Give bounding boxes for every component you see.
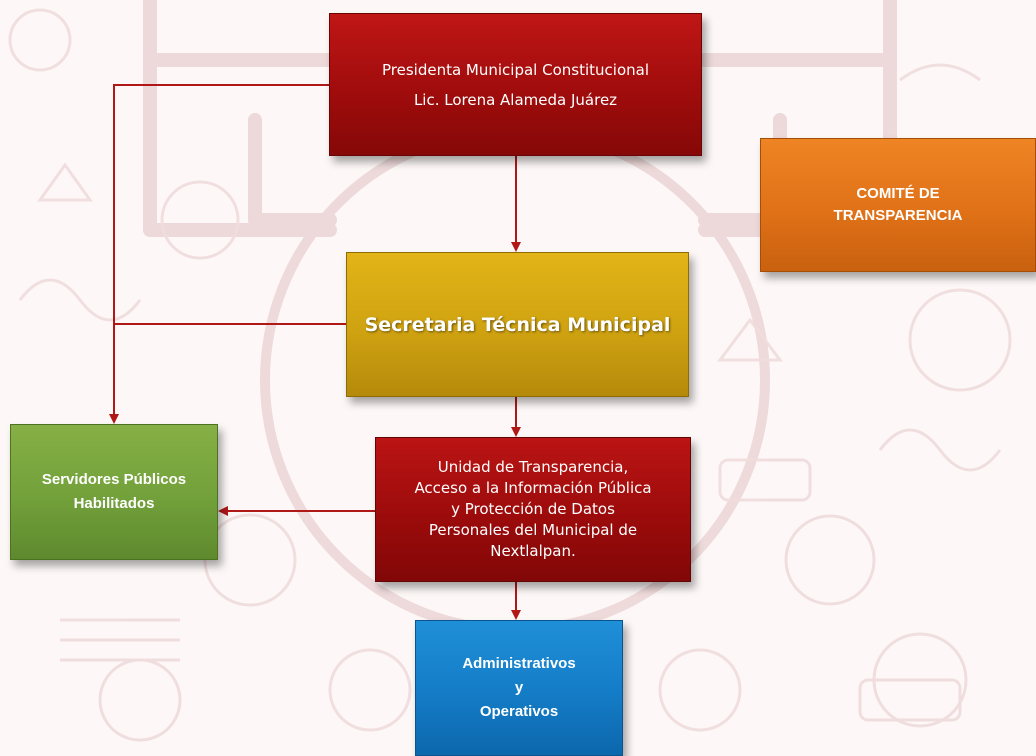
- administrativos-line: Administrativos: [462, 655, 576, 672]
- unidad-line: y Protección de Datos: [451, 500, 615, 518]
- comite-line: COMITÉ DE: [856, 185, 940, 202]
- unidad-line: Acceso a la Información Pública: [414, 479, 652, 497]
- unidad-line: Personales del Municipal de: [428, 521, 638, 539]
- secretaria-box: Secretaria Técnica Municipal: [346, 252, 689, 397]
- unidad-line: Nextlalpan.: [490, 542, 576, 560]
- administrativos-box: Administrativos y Operativos: [415, 620, 623, 756]
- secretaria-label: Secretaria Técnica Municipal: [364, 313, 671, 336]
- presidenta-box: Presidenta Municipal Constitucional Lic.…: [329, 13, 702, 156]
- presidenta-title: Presidenta Municipal Constitucional: [382, 60, 649, 79]
- comite-line: TRANSPARENCIA: [833, 207, 963, 224]
- administrativos-line: Operativos: [479, 703, 559, 720]
- presidenta-name: Lic. Lorena Alameda Juárez: [413, 90, 618, 109]
- servidores-box: Servidores Públicos Habilitados: [10, 424, 218, 560]
- unidad-line: Unidad de Transparencia,: [437, 458, 629, 476]
- servidores-line: Habilitados: [73, 495, 155, 512]
- comite-box: COMITÉ DE TRANSPARENCIA: [760, 138, 1036, 272]
- connector-presidenta-servidores: [109, 84, 329, 424]
- unidad-transparencia-box: Unidad de Transparencia, Acceso a la Inf…: [375, 437, 691, 582]
- servidores-line: Servidores Públicos: [41, 471, 187, 488]
- administrativos-line: y: [514, 679, 524, 696]
